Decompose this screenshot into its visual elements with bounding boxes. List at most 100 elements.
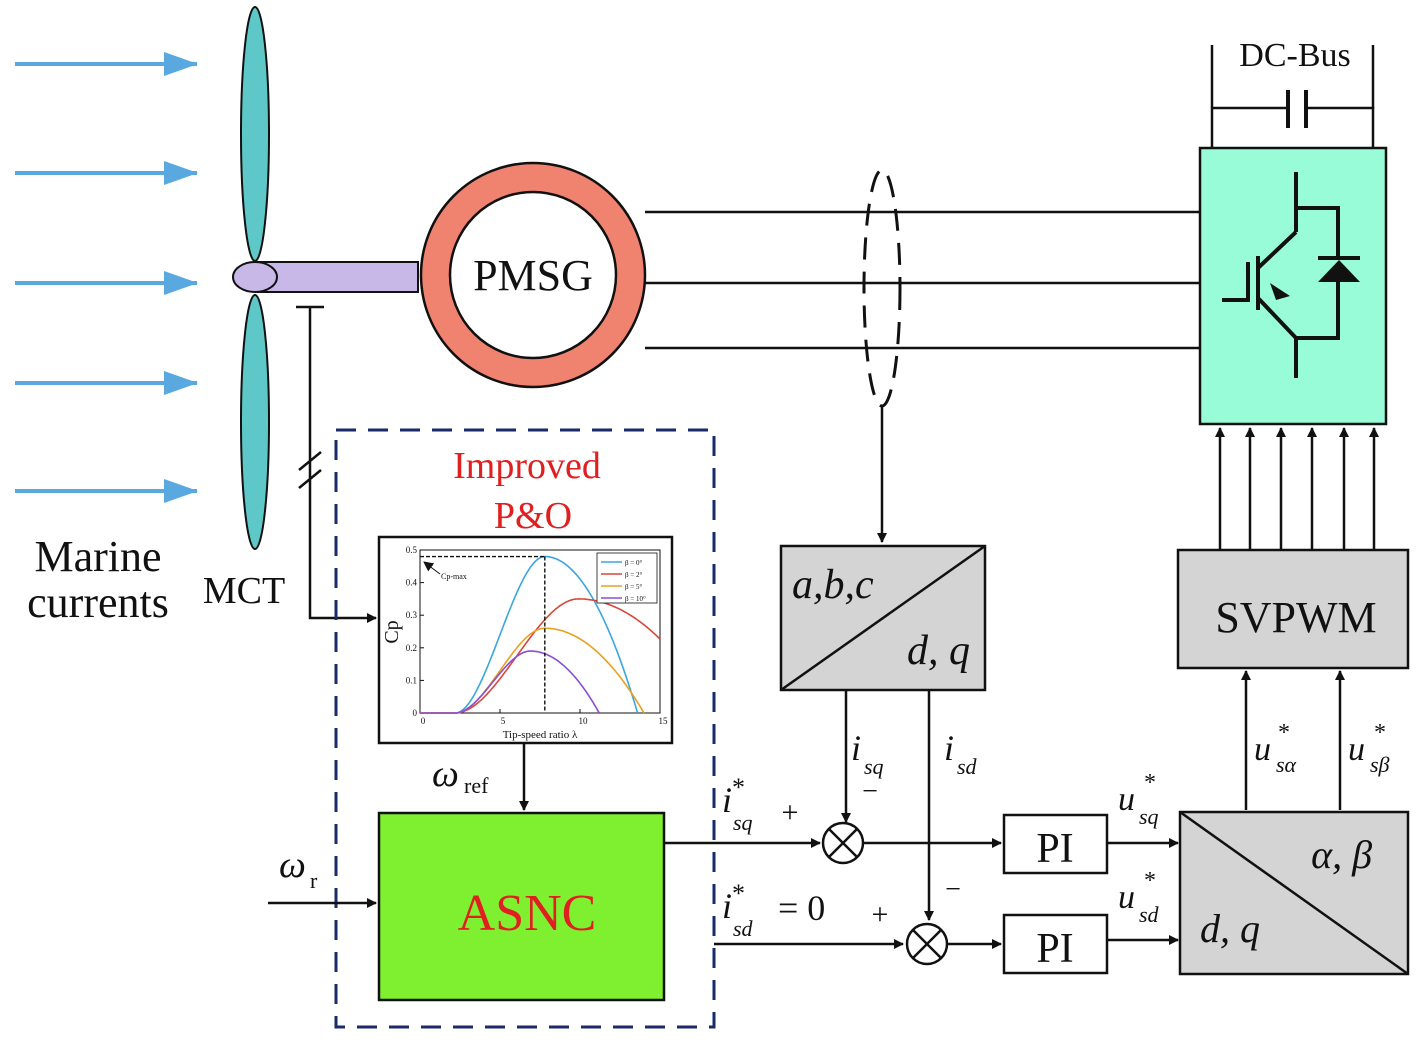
cp-y-tick-label: 0 — [413, 708, 418, 718]
isd-minus-sign: − — [945, 874, 961, 905]
abc-dq-divider — [780, 544, 986, 692]
cp-max-pointer — [423, 561, 441, 575]
usbeta-sub: sβ — [1370, 752, 1390, 777]
cp-y-tick-label: 0.5 — [406, 545, 418, 555]
usq-star: * — [1144, 770, 1156, 796]
marine-current-turbine — [232, 6, 419, 550]
turbine-hub — [232, 261, 278, 293]
asnc-block — [377, 811, 666, 1002]
omega-r-symbol: ω — [279, 844, 306, 886]
cp-y-tick-label: 0.1 — [406, 675, 417, 685]
dq-alphabeta-divider — [1179, 810, 1409, 976]
usd-sub: sd — [1139, 902, 1160, 927]
svpwm-label: SVPWM — [1215, 593, 1376, 642]
turbine-blade-top — [240, 6, 270, 262]
usalpha-u: u — [1254, 731, 1271, 768]
current-sensor — [862, 168, 902, 408]
cp-x-tick-label: 15 — [659, 716, 669, 726]
cp-chart-series — [420, 555, 661, 714]
isq-minus-sign: − — [862, 776, 878, 807]
usd-star: * — [1144, 868, 1156, 894]
usalpha-sub: sα — [1276, 752, 1297, 777]
omega-r-subscript: r — [310, 868, 318, 893]
svpwm-block — [1176, 548, 1410, 670]
cp-x-tick-label: 10 — [579, 716, 589, 726]
cp-chart-legend: β = 0° β = 2° β = 5° β = 10° — [596, 552, 658, 604]
omega-ref-subscript: ref — [464, 773, 489, 798]
pmsg-label: PMSG — [473, 251, 593, 300]
emitter-arrow-icon — [1270, 283, 1290, 300]
three-phase-lines — [645, 210, 1200, 350]
summing-junction-d — [905, 922, 949, 966]
dq-top-label: d, q — [907, 628, 970, 674]
summing-junction-q — [821, 821, 865, 865]
cp-series-line — [420, 555, 639, 714]
dc-bus — [1210, 45, 1375, 148]
speed-sensor-line — [296, 305, 377, 623]
usd-u: u — [1118, 879, 1135, 916]
cp-x-tick-label: 0 — [421, 716, 426, 726]
isq-feedback-i: i — [851, 728, 861, 768]
gate-signal-arrows — [1215, 427, 1379, 550]
isd-ref-i: i — [722, 886, 732, 926]
usbeta-u: u — [1348, 731, 1365, 768]
alphabeta-label: α, β — [1311, 832, 1372, 877]
controller-dashed-boundary — [334, 428, 716, 1029]
diode-icon — [1318, 260, 1360, 282]
usq-sub: sq — [1139, 804, 1159, 829]
abc-to-dq-block: a,b,c d, q — [779, 544, 987, 692]
isq-feedback-sub: sq — [864, 754, 884, 779]
cp-legend-label: β = 10° — [625, 595, 646, 603]
isq-plus-sign: + — [782, 796, 799, 829]
cp-series-line — [420, 650, 600, 714]
asnc-label: ASNC — [458, 885, 597, 942]
abc-label: a,b,c — [792, 562, 874, 608]
pi-d-label: PI — [1036, 926, 1073, 972]
isq-ref-star: * — [732, 773, 745, 802]
pmsg-rotor — [448, 190, 618, 360]
dq-bottom-label: d, q — [1200, 906, 1260, 951]
cp-legend-label: β = 0° — [625, 559, 643, 567]
usbeta-star: * — [1374, 720, 1386, 746]
cp-x-tick-label: 5 — [501, 716, 506, 726]
usq-u: u — [1118, 781, 1135, 818]
isd-ref-eq-zero: = 0 — [778, 888, 825, 928]
isd-feedback-sub: sd — [957, 754, 978, 779]
isd-plus-sign: + — [872, 898, 889, 931]
turbine-shaft — [257, 261, 419, 293]
omega-ref-symbol: ω — [432, 753, 459, 795]
marine-label-line1: Marine — [34, 532, 161, 581]
cp-series-line — [420, 598, 661, 714]
cp-legend-label: β = 2° — [625, 571, 643, 579]
isq-ref-sub: sq — [733, 810, 753, 835]
converter-box — [1198, 146, 1388, 426]
pi-controller-d — [1002, 913, 1109, 975]
cp-chart-x-axis-label: Tip-speed ratio λ — [503, 729, 578, 741]
isd-ref-sub: sd — [733, 916, 754, 941]
dq-to-alphabeta-block: α, β d, q — [1178, 810, 1410, 976]
mct-label: MCT — [203, 570, 285, 612]
igbt-icon — [1222, 172, 1360, 378]
improved-label-line1: Improved — [453, 445, 601, 487]
turbine-blade-bottom — [240, 294, 270, 550]
marine-current-arrows — [15, 52, 198, 503]
pmsg-generator: PMSG — [419, 161, 647, 389]
improved-label-line2: P&O — [494, 495, 572, 537]
cp-chart-y-axis-label: Cp — [381, 620, 403, 643]
cp-y-tick-label: 0.4 — [406, 578, 418, 588]
isd-feedback-i: i — [944, 728, 954, 768]
cp-chart-y-ticks: 0 0.1 0.2 0.3 0.4 0.5 — [406, 545, 424, 718]
isq-ref-i: i — [722, 780, 732, 820]
dc-bus-label: DC-Bus — [1239, 37, 1350, 74]
cp-y-tick-label: 0.2 — [406, 643, 417, 653]
usalpha-star: * — [1278, 720, 1290, 746]
isd-ref-star: * — [732, 879, 745, 908]
power-converter — [1198, 146, 1388, 426]
cp-max-annotation: Cp-max — [441, 572, 467, 581]
cp-legend-label: β = 5° — [625, 583, 643, 591]
marine-label-line2: currents — [27, 578, 169, 627]
cp-y-tick-label: 0.3 — [406, 610, 418, 620]
